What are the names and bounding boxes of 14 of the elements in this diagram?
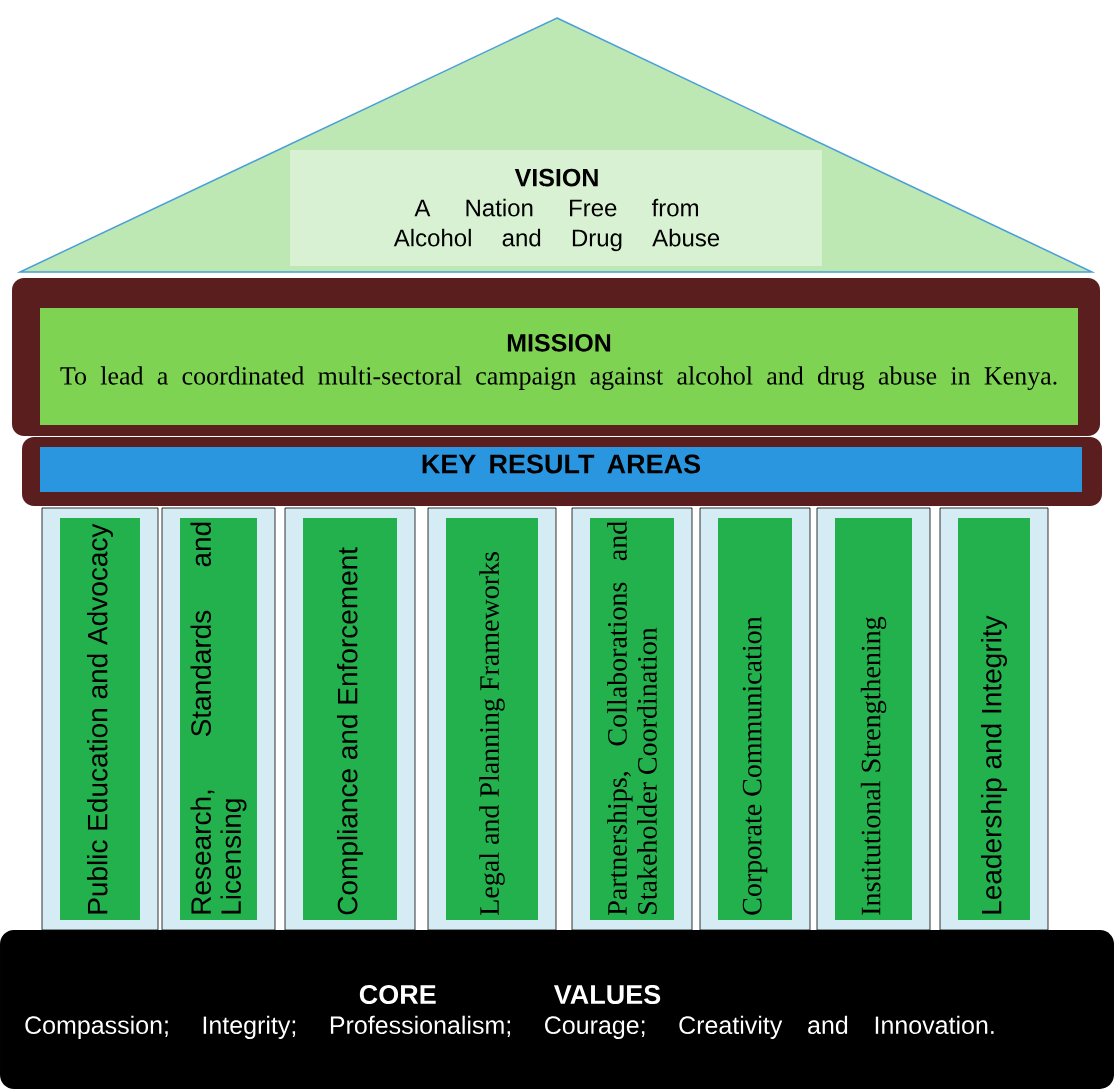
- key-result-band: KEY RESULT AREAS: [22, 437, 1102, 506]
- pillar: Public Education and Advocacy: [41, 507, 159, 931]
- pillar: Compliance and Enforcement: [284, 507, 416, 931]
- pillar: Partnerships, Collaborations and Stakeholder Coordination: [571, 507, 693, 931]
- node-label: MISSION: [507, 333, 611, 352]
- pillar: Corporate Communication: [699, 507, 811, 931]
- mission-band: MISSION To lead a coordinated multi-sectoral campaign against alcohol and drug abuse in Kenya.: [12, 278, 1100, 436]
- node-label: To lead a coordinated multi-sectoral campaign against alcohol and drug abuse in Kenya.: [60, 366, 1057, 391]
- core-values-base: CORE VALUES Compassion; Integrity; Professionalism; Courage; Creativity and Innovation.: [0, 930, 1114, 1089]
- node-label: KEY RESULT AREAS: [422, 454, 701, 474]
- pillar: Leadership and Integrity: [939, 507, 1049, 931]
- pillar: Legal and Planning Frameworks: [427, 507, 557, 931]
- pillar: Institutional Strengthening: [816, 507, 931, 931]
- pillar: Research, Standards and Licensing: [161, 507, 276, 931]
